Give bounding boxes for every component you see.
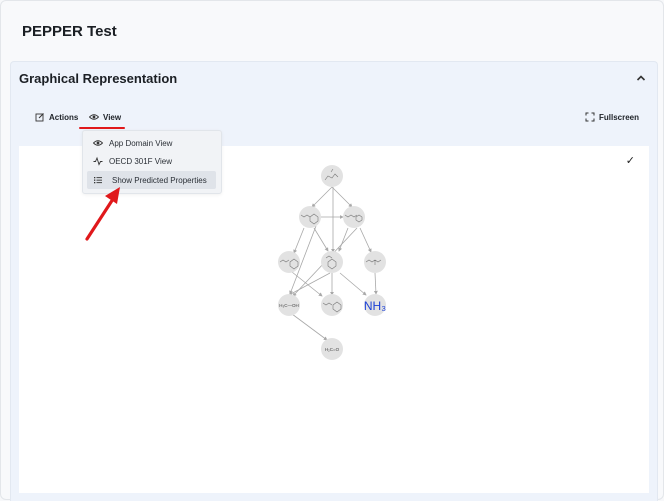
menu-item-label: OECD 301F View	[109, 156, 172, 166]
edge	[359, 227, 372, 253]
edge	[291, 313, 328, 341]
fullscreen-icon	[585, 112, 595, 122]
view-label: View	[103, 112, 122, 122]
menu-item-label: Show Predicted Properties	[112, 175, 207, 185]
view-active-underline	[79, 127, 125, 129]
check-icon[interactable]: ✓	[625, 155, 635, 167]
edge	[291, 271, 323, 297]
edge	[339, 272, 367, 296]
activity-icon	[93, 156, 103, 166]
menu-item-oecd-301f-view[interactable]: OECD 301F View	[87, 152, 216, 170]
actions-button[interactable]: Actions	[35, 112, 78, 122]
chevron-up-icon[interactable]	[635, 72, 647, 84]
edge	[293, 227, 305, 254]
fullscreen-button[interactable]: Fullscreen	[585, 112, 639, 122]
node-label: NH₃	[364, 299, 386, 313]
graph-node[interactable]	[343, 206, 365, 228]
graph-node[interactable]	[321, 294, 343, 316]
pathway-graph-canvas[interactable]: ✓	[19, 146, 649, 493]
graph-node[interactable]	[364, 251, 386, 273]
graph-node[interactable]	[321, 165, 343, 187]
eye-icon	[93, 140, 103, 146]
menu-item-label: App Domain View	[109, 138, 173, 148]
edge	[373, 272, 378, 295]
fullscreen-label: Fullscreen	[599, 112, 640, 122]
node-label: H₃C—OH	[279, 303, 299, 308]
eye-icon	[89, 114, 99, 120]
red-annotation-arrow-icon	[85, 187, 120, 241]
graph-node[interactable]	[299, 206, 321, 228]
graph-toolbar: Actions View Fullscreen	[19, 98, 649, 142]
node-label: H₂C=O	[325, 347, 340, 352]
menu-item-show-predicted-properties[interactable]: Show Predicted Properties	[87, 171, 216, 189]
edge	[311, 186, 333, 208]
view-button[interactable]: View	[89, 112, 121, 122]
graph-node[interactable]	[278, 251, 300, 273]
graph-node[interactable]: NH₃	[364, 294, 386, 316]
edge	[288, 272, 331, 296]
list-icon	[94, 177, 102, 184]
page-title: PEPPER Test	[22, 23, 117, 40]
menu-item-app-domain-view[interactable]: App Domain View	[87, 134, 216, 152]
actions-label: Actions	[49, 112, 79, 122]
panel-title: Graphical Representation	[19, 71, 178, 86]
graph-node[interactable]: H₃C—OH	[278, 294, 300, 316]
edge	[289, 225, 317, 295]
edge	[331, 186, 353, 208]
graph-node[interactable]	[321, 251, 343, 273]
edit-icon	[35, 113, 44, 122]
graph-node[interactable]: H₂C=O	[321, 338, 343, 360]
edge	[338, 227, 349, 252]
edge	[313, 227, 329, 252]
view-dropdown-menu: App Domain View OECD 301F View Show Pred…	[82, 130, 222, 194]
